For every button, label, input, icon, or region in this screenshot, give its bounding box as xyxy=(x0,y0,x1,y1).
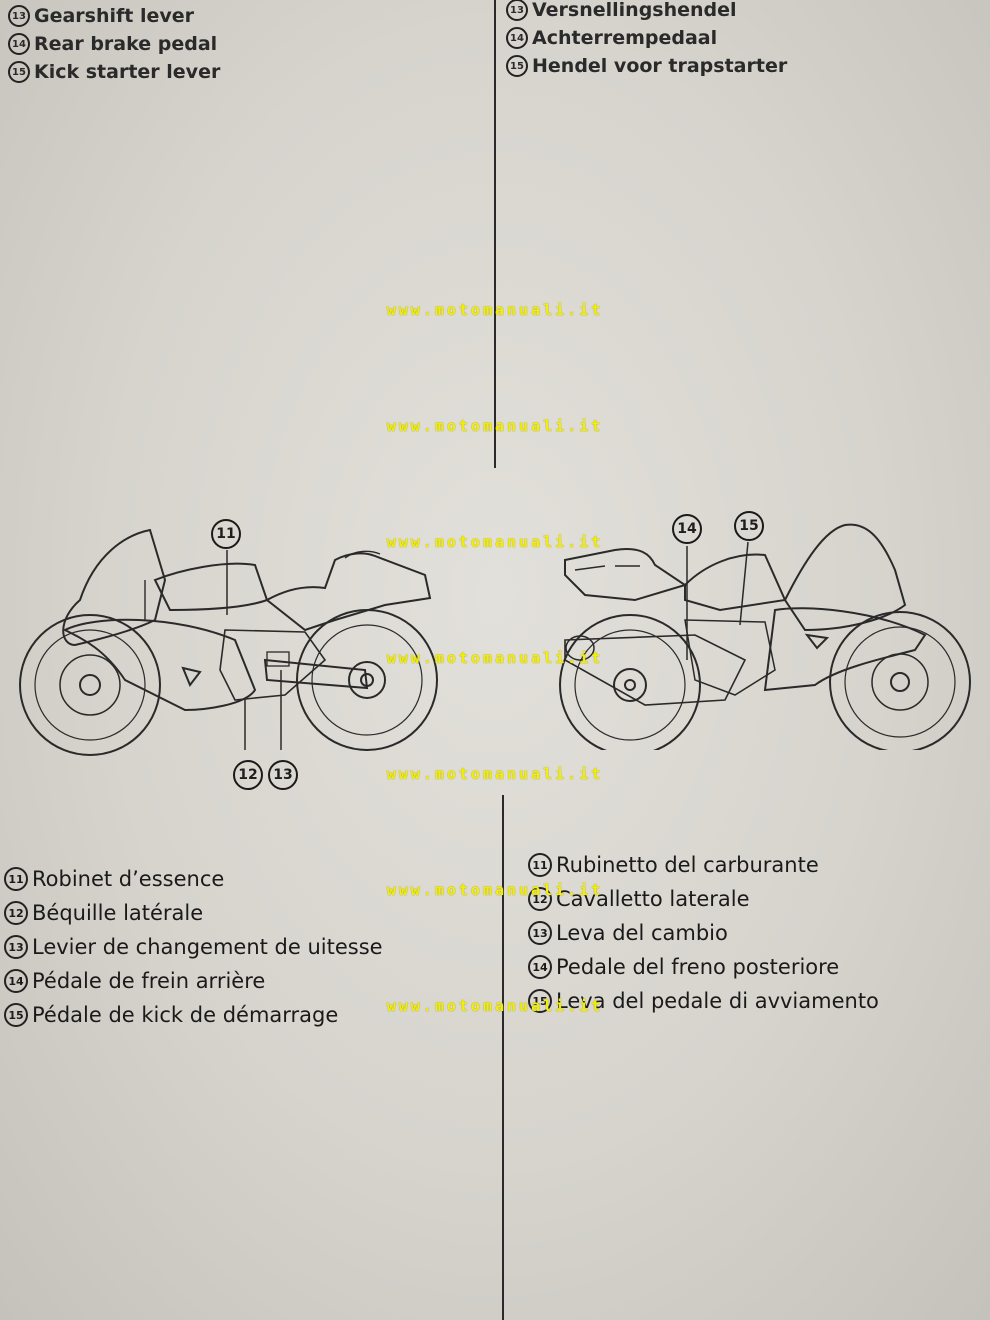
item-number: 11 xyxy=(4,867,28,891)
item-number: 14 xyxy=(528,955,552,979)
item-number: 13 xyxy=(8,5,30,27)
item-number: 15 xyxy=(8,61,30,83)
item-number: 14 xyxy=(4,969,28,993)
item-label: Cavalletto laterale xyxy=(556,887,750,911)
item-label: Leva del pedale di avviamento xyxy=(556,989,879,1013)
item-number: 15 xyxy=(4,1003,28,1027)
item-label: Versnellingshendel xyxy=(532,0,737,21)
column-divider-bottom xyxy=(502,795,504,1320)
item-number: 15 xyxy=(506,55,528,77)
item-label: Béquille latérale xyxy=(32,901,204,925)
callout-14: 14 xyxy=(672,514,702,544)
watermark: www.motomanuali.it xyxy=(386,533,604,551)
watermark: www.motomanuali.it xyxy=(386,997,604,1015)
watermark: www.motomanuali.it xyxy=(386,881,604,899)
watermark: www.motomanuali.it xyxy=(386,765,604,783)
item-label: Pédale de frein arrière xyxy=(32,969,266,993)
item-number: 15 xyxy=(528,989,552,1013)
bleed-through-text-right xyxy=(760,60,980,390)
item-number: 12 xyxy=(4,901,28,925)
callout-12: 12 xyxy=(233,760,263,790)
item-label: Levier de changement de uitesse xyxy=(32,935,383,959)
item-number: 13 xyxy=(506,0,528,21)
item-number: 14 xyxy=(8,33,30,55)
callout-15: 15 xyxy=(734,511,764,541)
callout-13: 13 xyxy=(268,760,298,790)
item-number: 11 xyxy=(528,853,552,877)
motorcycle-left-side-diagram xyxy=(19,528,438,756)
motorcycle-right-side-diagram xyxy=(559,523,971,750)
watermark: www.motomanuali.it xyxy=(386,649,604,667)
column-divider-top xyxy=(494,0,496,468)
item-label: Achterrempedaal xyxy=(532,27,718,49)
item-number: 12 xyxy=(528,887,552,911)
item-number: 14 xyxy=(506,27,528,49)
item-label: Rear brake pedal xyxy=(34,33,218,55)
item-label: Gearshift lever xyxy=(34,5,195,27)
item-label: Pedale del freno posteriore xyxy=(556,955,840,979)
item-label: Robinet d’essence xyxy=(32,867,225,891)
item-number: 13 xyxy=(528,921,552,945)
item-label: Kick starter lever xyxy=(34,61,221,83)
item-label: Rubinetto del carburante xyxy=(556,853,819,877)
item-label: Leva del cambio xyxy=(556,921,728,945)
callout-11: 11 xyxy=(211,519,241,549)
item-number: 13 xyxy=(4,935,28,959)
watermark: www.motomanuali.it xyxy=(386,417,604,435)
item-label: Hendel voor trapstarter xyxy=(532,55,788,77)
item-label: Pédale de kick de démarrage xyxy=(32,1003,339,1027)
watermark: www.motomanuali.it xyxy=(386,301,604,319)
